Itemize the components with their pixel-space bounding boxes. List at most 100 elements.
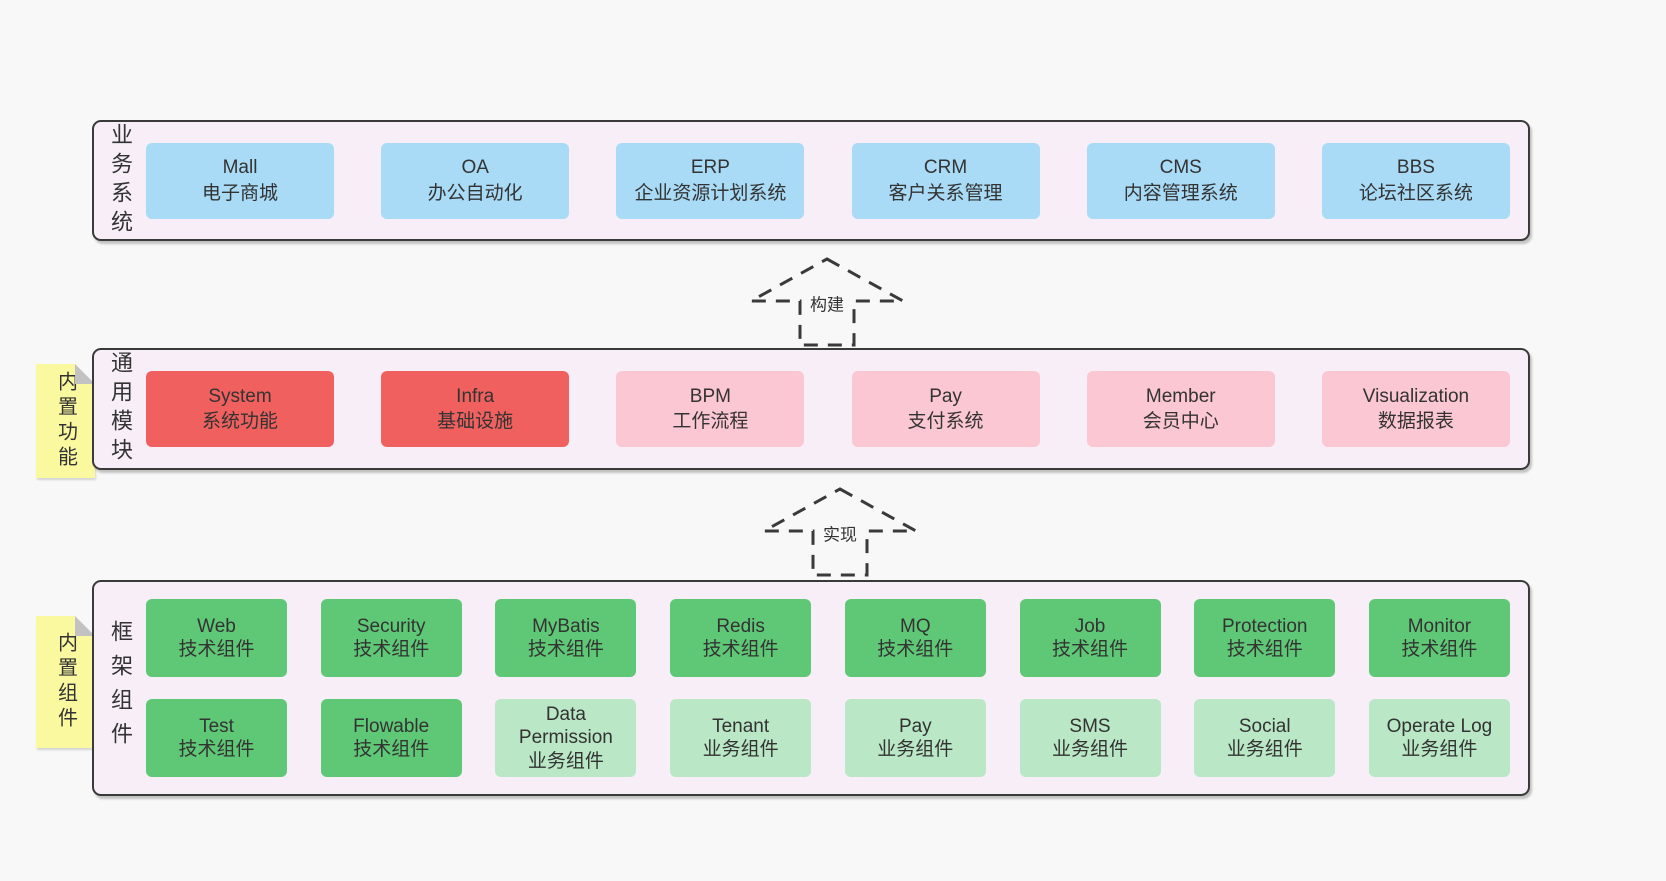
box-title: CRM	[923, 157, 968, 179]
box-subtitle: 业务组件	[1226, 739, 1303, 760]
folded-corner-icon	[75, 616, 95, 636]
box-subtitle: 业务组件	[527, 750, 604, 772]
box-subtitle: 业务组件	[702, 739, 779, 760]
box-test: Test 技术组件	[146, 699, 287, 777]
box-title: System	[208, 385, 272, 407]
box-subtitle: 技术组件	[1401, 639, 1478, 660]
panel-label-container: 框架组件	[94, 582, 146, 794]
sticky-note-label: 内置组件	[54, 632, 77, 732]
box-subtitle: 客户关系管理	[888, 182, 1003, 204]
box-subtitle: 系统功能	[201, 411, 278, 432]
box-redis: Redis 技术组件	[670, 599, 812, 677]
panel-common-modules: 通用模块 System 系统功能 Infra 基础设施 BPM 工作流程 Pay…	[92, 348, 1530, 470]
box-title: Redis	[716, 615, 765, 637]
box-title: Protection	[1221, 615, 1308, 637]
box-subtitle: 会员中心	[1142, 411, 1219, 432]
box-title: Infra	[456, 385, 495, 407]
box-title: Test	[199, 715, 234, 737]
box-title: ERP	[690, 157, 730, 179]
box-subtitle: 电子商城	[201, 182, 278, 204]
box-title: Member	[1145, 385, 1216, 407]
module-box-row: System 系统功能 Infra 基础设施 BPM 工作流程 Pay 支付系统…	[146, 371, 1528, 447]
box-monitor: Monitor 技术组件	[1368, 599, 1510, 677]
panel-business-systems: 业务系统 Mall 电子商城 OA 办公自动化 ERP 企业资源计划系统 CRM…	[92, 120, 1530, 241]
panel-title: 框架组件	[108, 620, 133, 756]
sticky-note-built-in-components: 内置组件	[36, 616, 95, 748]
box-sms: SMS 业务组件	[1019, 699, 1161, 777]
box-system: System 系统功能	[146, 371, 334, 447]
box-oa: OA 办公自动化	[381, 142, 570, 219]
box-title: Job	[1074, 615, 1106, 637]
box-title: OA	[461, 157, 489, 179]
up-arrow-icon	[750, 257, 904, 347]
box-subtitle: 企业资源计划系统	[634, 182, 787, 204]
framework-box-row-1: Web 技术组件 Security 技术组件 MyBatis 技术组件 Redi…	[146, 599, 1510, 677]
build-arrow: 构建	[744, 256, 910, 348]
box-protection: Protection 技术组件	[1194, 599, 1336, 677]
box-web: Web 技术组件	[146, 599, 287, 677]
box-flowable: Flowable 技术组件	[320, 699, 462, 777]
box-mall: Mall 电子商城	[146, 142, 334, 219]
box-subtitle: 业务组件	[877, 739, 954, 760]
folded-corner-icon	[75, 364, 95, 384]
box-visualization: Visualization 数据报表	[1321, 371, 1510, 447]
box-subtitle: 技术组件	[1226, 639, 1303, 660]
box-subtitle: 技术组件	[702, 639, 779, 660]
implement-arrow: 实现	[757, 486, 923, 578]
box-crm: CRM 客户关系管理	[851, 142, 1040, 219]
box-subtitle: 论坛社区系统	[1358, 182, 1473, 204]
box-subtitle: 支付系统	[907, 411, 984, 432]
panel-title: 通用模块	[108, 351, 133, 467]
box-title: Pay	[929, 385, 962, 407]
box-member: Member 会员中心	[1086, 371, 1275, 447]
box-operate-log: Operate Log 业务组件	[1368, 699, 1510, 777]
box-subtitle: 技术组件	[877, 639, 954, 660]
box-title: Operate Log	[1386, 715, 1493, 737]
up-arrow-icon	[763, 487, 917, 577]
box-cms: CMS 内容管理系统	[1086, 142, 1275, 219]
box-subtitle: 基础设施	[437, 411, 514, 432]
box-subtitle: 技术组件	[1052, 639, 1129, 660]
box-pay-component: Pay 业务组件	[844, 699, 986, 777]
panel-framework-components: 框架组件 Web 技术组件 Security 技术组件 MyBatis 技术组件…	[92, 580, 1530, 796]
box-title: SMS	[1069, 715, 1111, 737]
box-title: BBS	[1396, 157, 1435, 179]
box-subtitle: 工作流程	[672, 411, 749, 432]
box-title: MQ	[900, 615, 931, 637]
box-subtitle: 技术组件	[353, 739, 430, 760]
panel-label-container: 业务系统	[94, 122, 146, 239]
box-pay-module: Pay 支付系统	[851, 371, 1040, 447]
business-box-row: Mall 电子商城 OA 办公自动化 ERP 企业资源计划系统 CRM 客户关系…	[146, 142, 1528, 219]
framework-box-row-2: Test 技术组件 Flowable 技术组件 Data Permission …	[146, 699, 1510, 777]
box-bbs: BBS 论坛社区系统	[1321, 142, 1510, 219]
box-title: Monitor	[1407, 615, 1472, 637]
box-subtitle: 业务组件	[1401, 739, 1478, 760]
build-arrow-label: 构建	[805, 287, 849, 319]
box-subtitle: 技术组件	[527, 639, 604, 660]
box-title: Web	[197, 615, 236, 637]
box-subtitle: 内容管理系统	[1123, 182, 1238, 204]
box-title: Pay	[898, 715, 932, 737]
box-bpm: BPM 工作流程	[616, 371, 805, 447]
box-mq: MQ 技术组件	[844, 599, 986, 677]
box-title: BPM	[689, 385, 731, 407]
panel-label-container: 通用模块	[94, 350, 146, 468]
box-mybatis: MyBatis 技术组件	[495, 599, 637, 677]
box-job: Job 技术组件	[1019, 599, 1161, 677]
sticky-note-label: 内置功能	[54, 371, 77, 471]
box-subtitle: 办公自动化	[427, 182, 523, 204]
panel-title: 业务系统	[108, 122, 133, 239]
framework-box-rows: Web 技术组件 Security 技术组件 MyBatis 技术组件 Redi…	[146, 599, 1528, 777]
box-title: Flowable	[353, 715, 430, 737]
box-title: Tenant	[712, 715, 770, 737]
box-subtitle: 技术组件	[178, 639, 255, 660]
box-social: Social 业务组件	[1194, 699, 1336, 777]
box-subtitle: 技术组件	[178, 739, 255, 760]
box-data-permission: Data Permission 业务组件	[495, 699, 637, 777]
box-infra: Infra 基础设施	[381, 371, 570, 447]
box-title: CMS	[1159, 157, 1202, 179]
box-title: MyBatis	[532, 615, 600, 637]
box-title: Visualization	[1362, 385, 1470, 407]
box-subtitle: 数据报表	[1377, 411, 1454, 432]
